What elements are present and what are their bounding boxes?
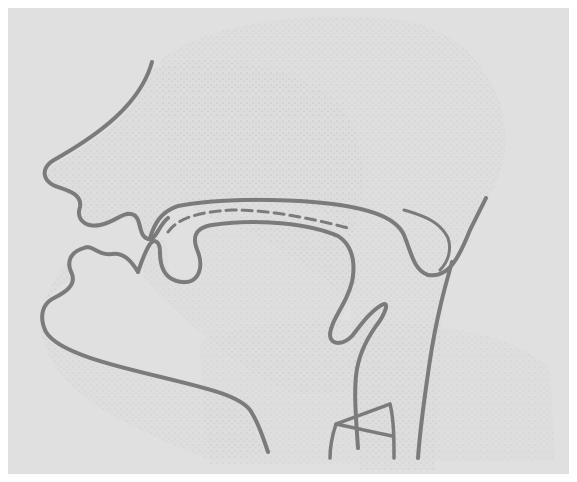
tongue-shading bbox=[140, 221, 360, 395]
